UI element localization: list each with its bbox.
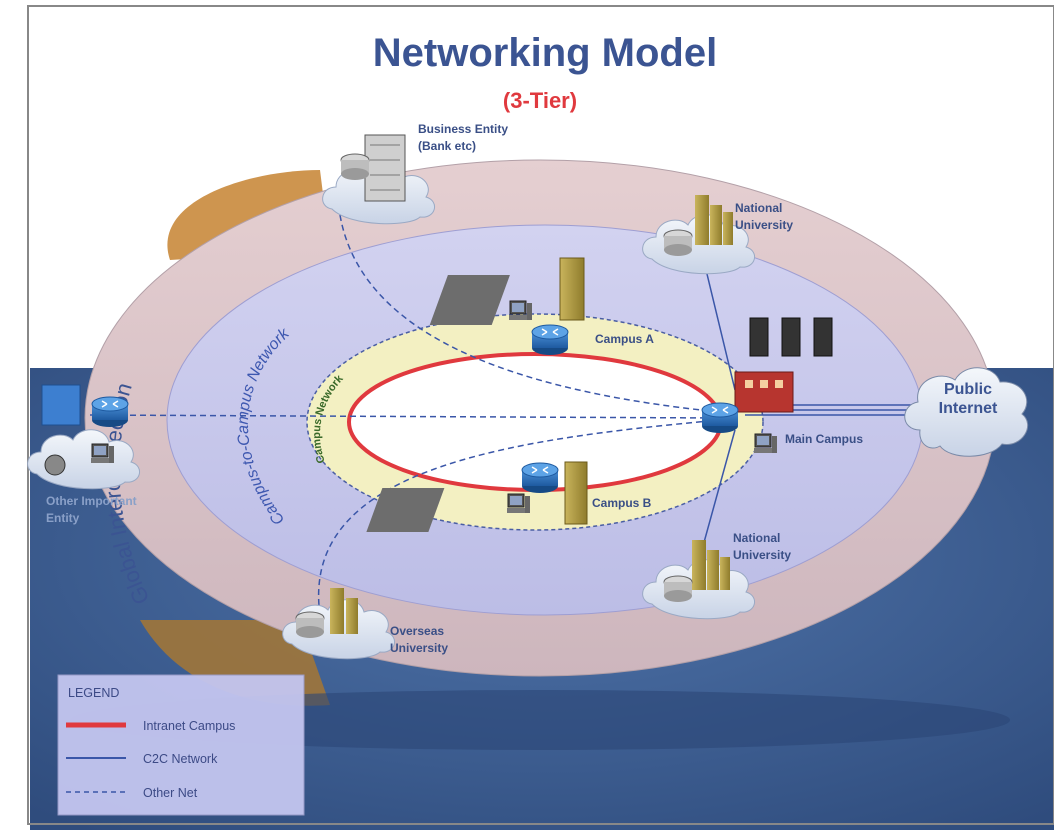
legend: LEGEND Intranet Campus C2C Network Other… <box>57 674 305 816</box>
business-entity-label-1: Business Entity <box>418 122 508 136</box>
national-university-bottom-node[interactable]: National University <box>642 531 792 620</box>
campus-a-node[interactable]: Campus A <box>429 257 655 356</box>
other-entity-label-1: Other Important <box>46 494 137 508</box>
campus-b-node[interactable]: Campus B <box>366 461 652 532</box>
other-entity-label-2: Entity <box>46 511 80 525</box>
public-internet-node[interactable]: Public Internet <box>904 367 1028 457</box>
national-university-top-label-2: University <box>735 218 793 232</box>
other-net-lines <box>89 214 721 616</box>
public-internet-label-1: Public <box>944 381 992 398</box>
page-title: Networking Model <box>373 31 717 75</box>
national-university-bottom-label-1: National <box>733 531 780 545</box>
legend-label-other: Other Net <box>143 786 198 800</box>
national-university-top-node[interactable]: National University <box>642 195 794 275</box>
main-campus-node[interactable]: Main Campus <box>701 317 863 454</box>
page-subtitle: (3-Tier) <box>503 88 577 113</box>
national-university-bottom-label-2: University <box>733 548 791 562</box>
overseas-university-label-1: Overseas <box>390 624 444 638</box>
campus-a-label: Campus A <box>595 332 654 346</box>
business-entity-label-2: (Bank etc) <box>418 139 476 153</box>
legend-label-intranet: Intranet Campus <box>143 719 235 733</box>
overseas-university-label-2: University <box>390 641 448 655</box>
overseas-university-node[interactable]: Overseas University <box>282 588 449 660</box>
legend-label-c2c: C2C Network <box>143 752 218 766</box>
public-internet-label-2: Internet <box>939 400 998 417</box>
other-entity-node[interactable]: Other Important Entity <box>27 384 141 525</box>
business-entity-node[interactable]: Business Entity (Bank etc) <box>322 122 509 225</box>
scan-frame <box>27 5 1054 825</box>
legend-title: LEGEND <box>68 686 119 700</box>
campus-b-label: Campus B <box>592 496 652 510</box>
main-campus-label: Main Campus <box>785 432 863 446</box>
national-university-top-label-1: National <box>735 201 782 215</box>
